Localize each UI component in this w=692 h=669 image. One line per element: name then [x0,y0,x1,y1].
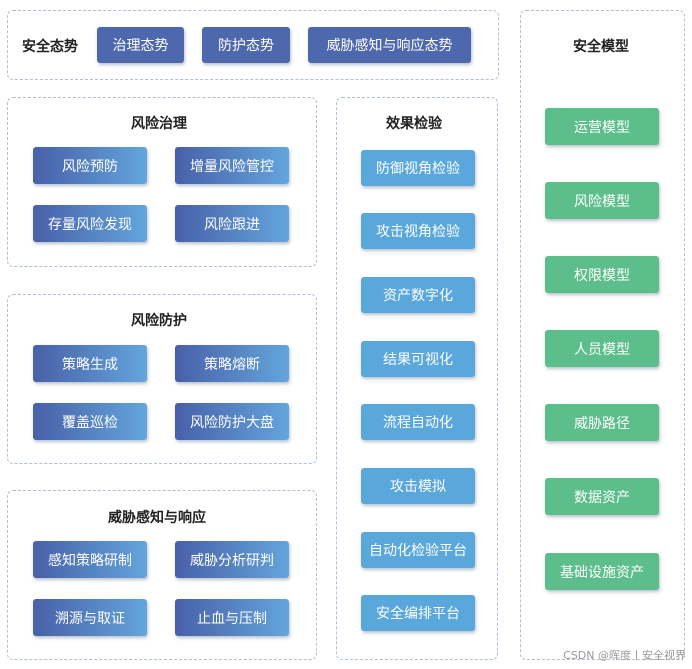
governance-posture-button[interactable]: 治理态势 [97,27,184,63]
defense-view-check-button[interactable]: 防御视角检验 [361,150,475,186]
attack-simulation-button[interactable]: 攻击模拟 [361,468,475,504]
policy-circuit-break-button[interactable]: 策略熔断 [175,345,289,382]
risk-protection-title: 风险防护 [131,313,187,329]
effect-verification-title: 效果检验 [386,116,442,132]
policy-generation-button[interactable]: 策略生成 [33,345,147,382]
security-orchestration-platform-button[interactable]: 安全编排平台 [361,595,475,631]
watermark: CSDN @晖度丨安全视界 [563,649,686,662]
process-automation-button[interactable]: 流程自动化 [361,404,475,440]
automated-check-platform-button[interactable]: 自动化检验平台 [361,532,475,568]
risk-governance-title: 风险治理 [131,116,187,132]
incremental-risk-control-button[interactable]: 增量风险管控 [175,147,289,184]
operations-model-button[interactable]: 运营模型 [545,108,659,145]
risk-follow-up-button[interactable]: 风险跟进 [175,205,289,242]
posture-title: 安全态势 [22,39,78,55]
containment-suppression-button[interactable]: 止血与压制 [175,599,289,636]
asset-digitization-button[interactable]: 资产数字化 [361,277,475,313]
permission-model-button[interactable]: 权限模型 [545,256,659,293]
threat-response-posture-button[interactable]: 威胁感知与响应态势 [308,27,471,63]
risk-model-button[interactable]: 风险模型 [545,182,659,219]
threat-analysis-button[interactable]: 威胁分析研判 [175,541,289,578]
existing-risk-discovery-button[interactable]: 存量风险发现 [33,205,147,242]
result-visualization-button[interactable]: 结果可视化 [361,341,475,377]
protection-posture-button[interactable]: 防护态势 [202,27,290,63]
risk-protection-dashboard-button[interactable]: 风险防护大盘 [175,403,289,440]
attack-view-check-button[interactable]: 攻击视角检验 [361,213,475,249]
data-assets-button[interactable]: 数据资产 [545,478,659,515]
traceability-forensics-button[interactable]: 溯源与取证 [33,599,147,636]
personnel-model-button[interactable]: 人员模型 [545,330,659,367]
threat-response-title: 威胁感知与响应 [108,510,206,526]
risk-prevention-button[interactable]: 风险预防 [33,147,147,184]
coverage-inspection-button[interactable]: 覆盖巡检 [33,403,147,440]
perception-policy-dev-button[interactable]: 感知策略研制 [33,541,147,578]
infrastructure-assets-button[interactable]: 基础设施资产 [545,553,659,590]
security-models-title: 安全模型 [573,39,629,55]
threat-path-button[interactable]: 威胁路径 [545,404,659,441]
